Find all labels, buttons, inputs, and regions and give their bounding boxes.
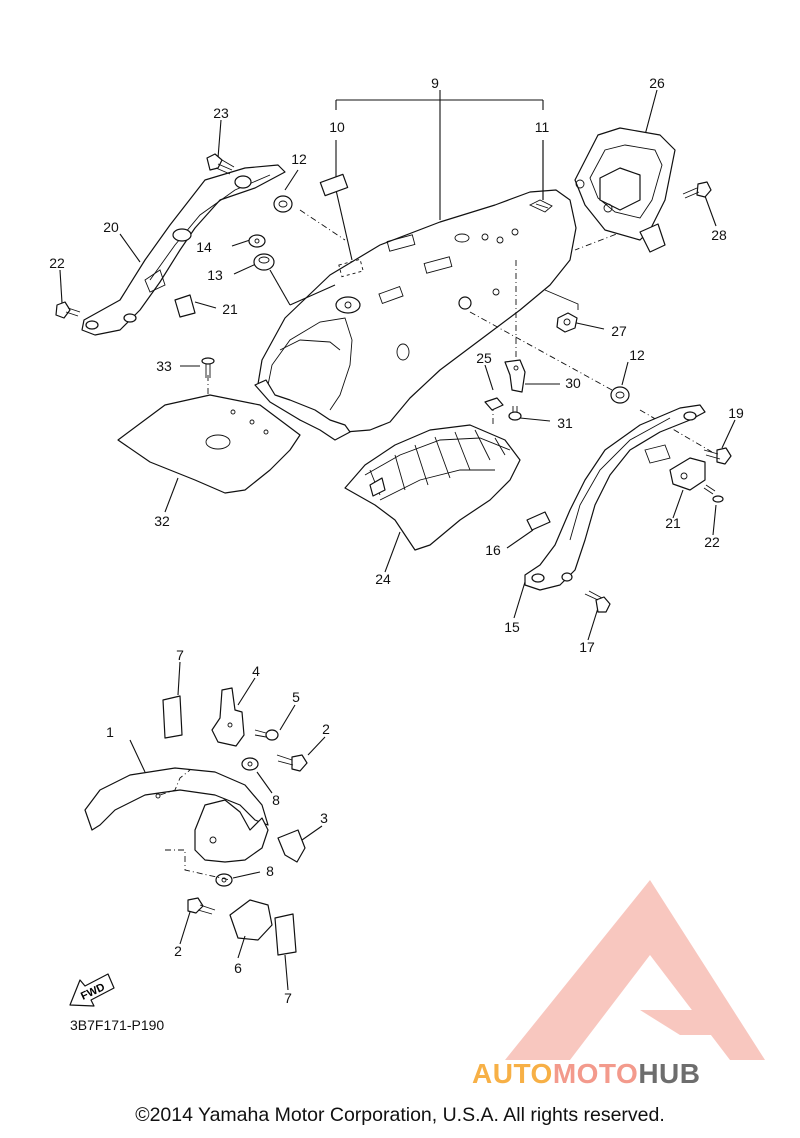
collar-13 bbox=[253, 253, 275, 271]
pad-7-lower bbox=[274, 913, 297, 956]
callout-27: 26 bbox=[649, 75, 665, 91]
callout-25: 21 bbox=[665, 515, 681, 531]
callout-3: 3 bbox=[320, 810, 328, 826]
callout-2-upper: 2 bbox=[322, 721, 330, 737]
callouts: 9 10 11 26 23 12 20 28 14 22 13 21 27 12… bbox=[49, 75, 744, 1006]
front-fender-1 bbox=[84, 767, 269, 831]
washer-14 bbox=[248, 234, 266, 248]
callout-2-lower: 2 bbox=[174, 943, 182, 959]
callout-4: 4 bbox=[252, 663, 260, 679]
bracket-25 bbox=[669, 457, 706, 491]
callout-31: 31 bbox=[557, 415, 573, 431]
copyright-notice: ©2014 Yamaha Motor Corporation, U.S.A. A… bbox=[135, 1104, 665, 1126]
callout-23: 24 bbox=[375, 571, 391, 587]
watermark-hub: HUB bbox=[638, 1058, 701, 1089]
callout-18: 19 bbox=[728, 405, 744, 421]
nut-8-lower bbox=[215, 873, 233, 887]
callout-6: 6 bbox=[234, 960, 242, 976]
figure-code: 3B7F171-P190 bbox=[70, 1017, 165, 1033]
callout-12-left: 12 bbox=[291, 151, 307, 167]
screw-31 bbox=[508, 406, 522, 421]
grommet-12-left bbox=[273, 195, 293, 213]
callout-11: 11 bbox=[535, 119, 550, 135]
callout-26: 22 bbox=[704, 534, 720, 550]
front-bracket bbox=[194, 799, 269, 863]
part-3 bbox=[277, 829, 306, 863]
callout-5: 5 bbox=[292, 689, 300, 705]
grommet-12-right bbox=[610, 386, 630, 404]
callout-30: 30 bbox=[565, 375, 581, 391]
callout-13: 13 bbox=[207, 267, 223, 283]
inner-fender-23 bbox=[344, 424, 521, 551]
bracket-4 bbox=[211, 687, 245, 747]
callout-28: 27 bbox=[611, 323, 627, 339]
leader-lines bbox=[59, 89, 736, 641]
bracket-30 bbox=[504, 359, 526, 393]
callout-19: 20 bbox=[103, 219, 119, 235]
callout-32: 32 bbox=[154, 513, 170, 529]
pad-20 bbox=[174, 294, 196, 318]
screw-33 bbox=[201, 357, 215, 378]
bolt-18 bbox=[703, 447, 732, 465]
watermark-text: AUTOMOTOHUB bbox=[472, 1058, 700, 1090]
callout-29: 28 bbox=[711, 227, 727, 243]
watermark-logo bbox=[505, 880, 765, 1060]
callout-14: 14 bbox=[196, 239, 212, 255]
flap-32 bbox=[117, 394, 301, 494]
nut-28 bbox=[556, 312, 578, 333]
callout-12-right: 12 bbox=[629, 347, 645, 363]
bracket-6 bbox=[229, 899, 273, 941]
bolt-2-lower bbox=[187, 897, 216, 915]
pad-16 bbox=[526, 511, 551, 531]
callout-22: 23 bbox=[213, 105, 229, 121]
left-stay bbox=[81, 164, 286, 336]
bolt-21 bbox=[55, 301, 81, 319]
bolt-2-upper bbox=[276, 754, 308, 772]
callout-7-lower: 7 bbox=[284, 990, 292, 1006]
callout-24: 25 bbox=[476, 350, 492, 366]
callout-10: 10 bbox=[329, 119, 345, 135]
rear-fender bbox=[254, 189, 577, 441]
callout-8-upper: 8 bbox=[272, 792, 280, 808]
callout-8-lower: 8 bbox=[266, 863, 274, 879]
callout-15: 15 bbox=[504, 619, 520, 635]
callout-17: 17 bbox=[579, 639, 595, 655]
callout-20: 21 bbox=[222, 301, 238, 317]
bolt-22 bbox=[206, 153, 235, 175]
watermark-moto: MOTO bbox=[552, 1058, 639, 1089]
callout-21: 22 bbox=[49, 255, 65, 271]
right-stay-15 bbox=[524, 404, 706, 591]
nut-24 bbox=[484, 397, 504, 411]
callout-7-upper: 7 bbox=[176, 647, 184, 663]
bolt-29 bbox=[682, 181, 712, 199]
screw-5 bbox=[254, 729, 279, 741]
callout-33: 33 bbox=[156, 358, 172, 374]
callout-9: 9 bbox=[431, 75, 439, 91]
fwd-arrow-icon: FWD bbox=[69, 973, 115, 1007]
callout-1: 1 bbox=[106, 724, 114, 740]
bolt-17 bbox=[584, 590, 611, 613]
nut-8-upper bbox=[241, 757, 259, 771]
watermark-auto: AUTO bbox=[472, 1058, 553, 1089]
tail-light-27 bbox=[574, 127, 676, 253]
pad-7-upper bbox=[162, 695, 183, 739]
screw-26 bbox=[703, 484, 724, 503]
callout-16: 16 bbox=[485, 542, 501, 558]
